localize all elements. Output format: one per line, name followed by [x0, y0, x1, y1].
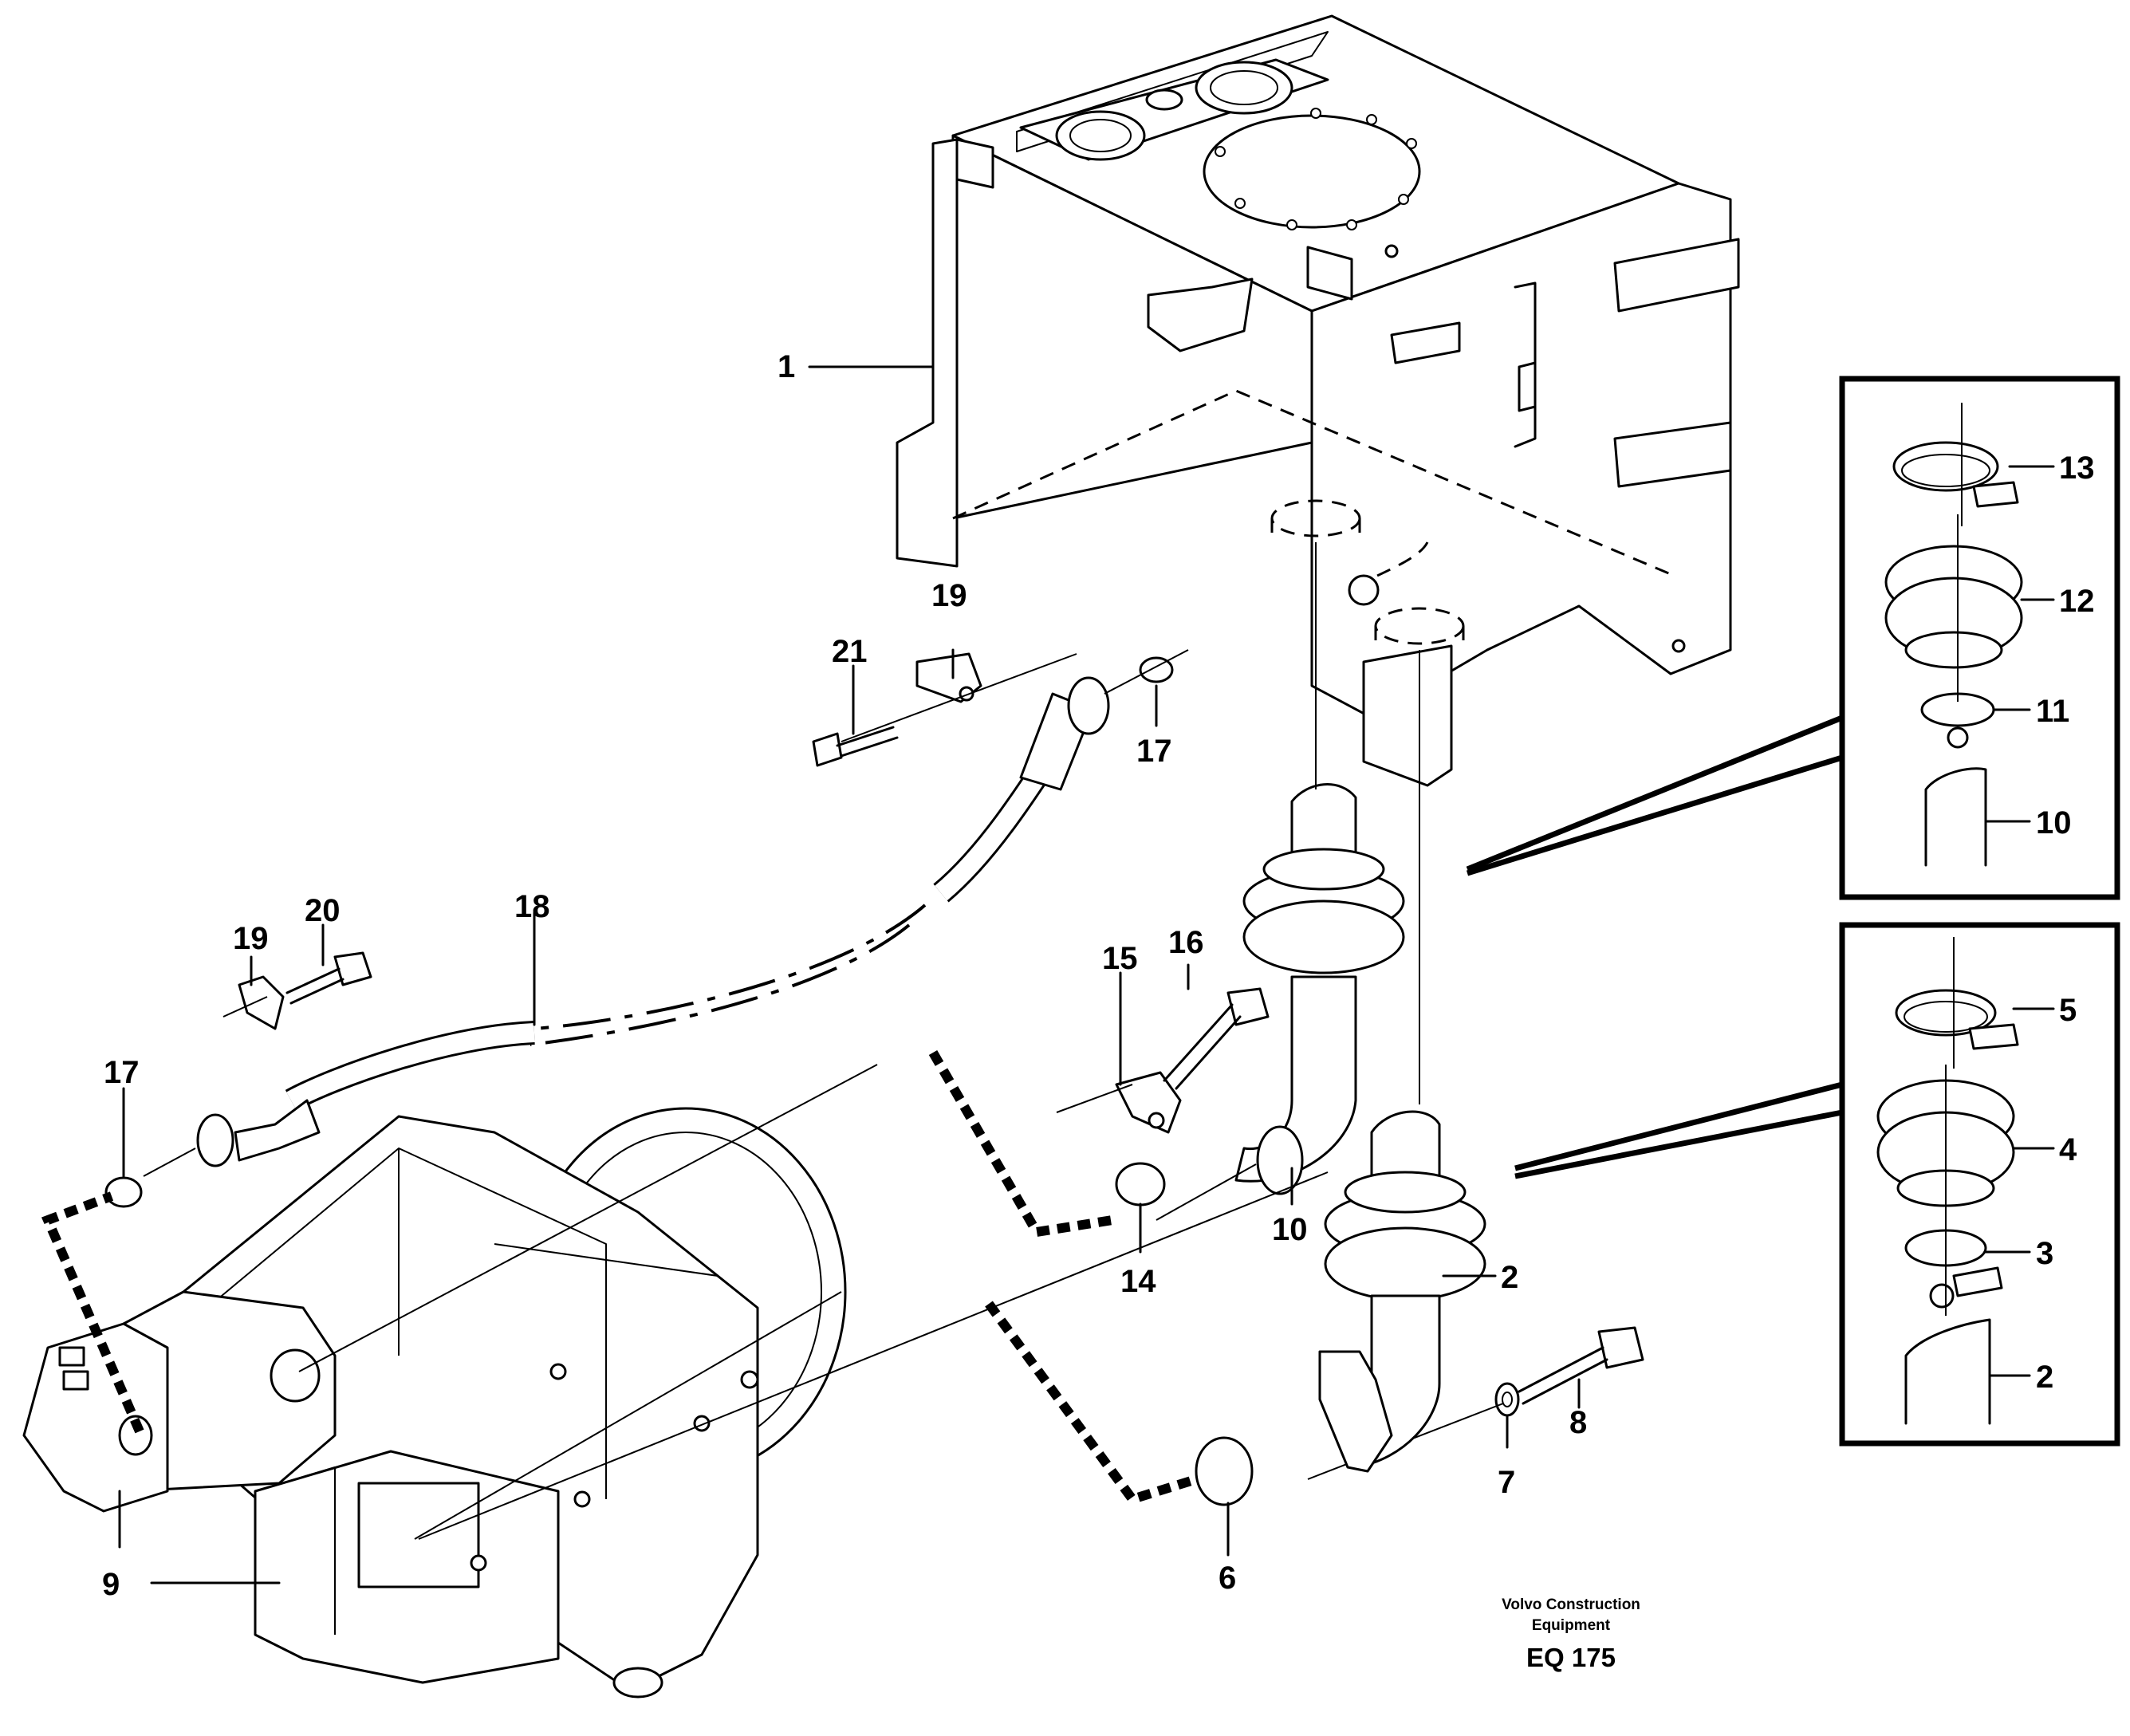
callout-19-lower: 19 [233, 921, 269, 956]
callout-10-pipe: 10 [1272, 1212, 1308, 1247]
callout-18: 18 [514, 889, 550, 924]
flange-half-15 [1115, 1071, 1182, 1134]
callout-19-upper: 19 [931, 578, 967, 613]
callout-13: 13 [2059, 451, 2095, 486]
suction-pipe-2 [1318, 1110, 1486, 1473]
bolt-16 [1163, 987, 1270, 1090]
callout-2-detail: 2 [2036, 1360, 2053, 1395]
callout-21: 21 [832, 634, 868, 669]
callout-3: 3 [2036, 1236, 2053, 1271]
detail-box-upper [1839, 376, 2120, 900]
hydraulic-pump-assembly [22, 1107, 847, 1699]
callout-16: 16 [1168, 925, 1204, 960]
callout-12: 12 [2059, 584, 2095, 619]
bolt-21 [812, 726, 899, 767]
leader-lines [118, 365, 2055, 1584]
hose-18 [196, 676, 1110, 1167]
o-ring-14 [1115, 1162, 1166, 1207]
callout-labels: 1 19 21 17 18 19 20 17 15 16 10 14 2 8 7… [102, 349, 2095, 1602]
hydraulic-tank [896, 14, 1740, 787]
bolt-8 [1518, 1326, 1644, 1405]
callout-7: 7 [1498, 1465, 1515, 1500]
callout-17-lower: 17 [104, 1055, 140, 1090]
callout-4: 4 [2059, 1132, 2077, 1167]
diagram-code: EQ 175 [1526, 1643, 1616, 1672]
flange-half-19-upper [915, 652, 982, 703]
callout-20: 20 [305, 893, 341, 928]
callout-8: 8 [1569, 1405, 1587, 1440]
callout-17-upper: 17 [1136, 734, 1172, 769]
company-line-2: Equipment [1532, 1617, 1611, 1634]
callout-1: 1 [778, 349, 795, 384]
suction-pipe-10 [1234, 783, 1405, 1195]
callout-10-detail: 10 [2036, 805, 2072, 840]
callout-11: 11 [2036, 694, 2069, 729]
o-ring-6 [1195, 1436, 1254, 1506]
callout-6: 6 [1219, 1561, 1236, 1596]
callout-9: 9 [102, 1567, 120, 1602]
o-ring-17-upper [1139, 656, 1174, 683]
callout-15: 15 [1102, 941, 1138, 976]
callout-5: 5 [2059, 993, 2077, 1028]
o-ring-17-lower [104, 1176, 143, 1208]
flange-half-19-lower [238, 975, 285, 1030]
bolt-20 [285, 951, 372, 1005]
washer-7 [1494, 1382, 1520, 1417]
company-line-1: Volvo Construction [1502, 1596, 1640, 1613]
callout-14: 14 [1120, 1264, 1156, 1299]
footer: Volvo Construction Equipment EQ 175 [1502, 1596, 1640, 1672]
callout-2-pipe: 2 [1501, 1260, 1518, 1295]
detail-box-lower [1839, 922, 2120, 1447]
